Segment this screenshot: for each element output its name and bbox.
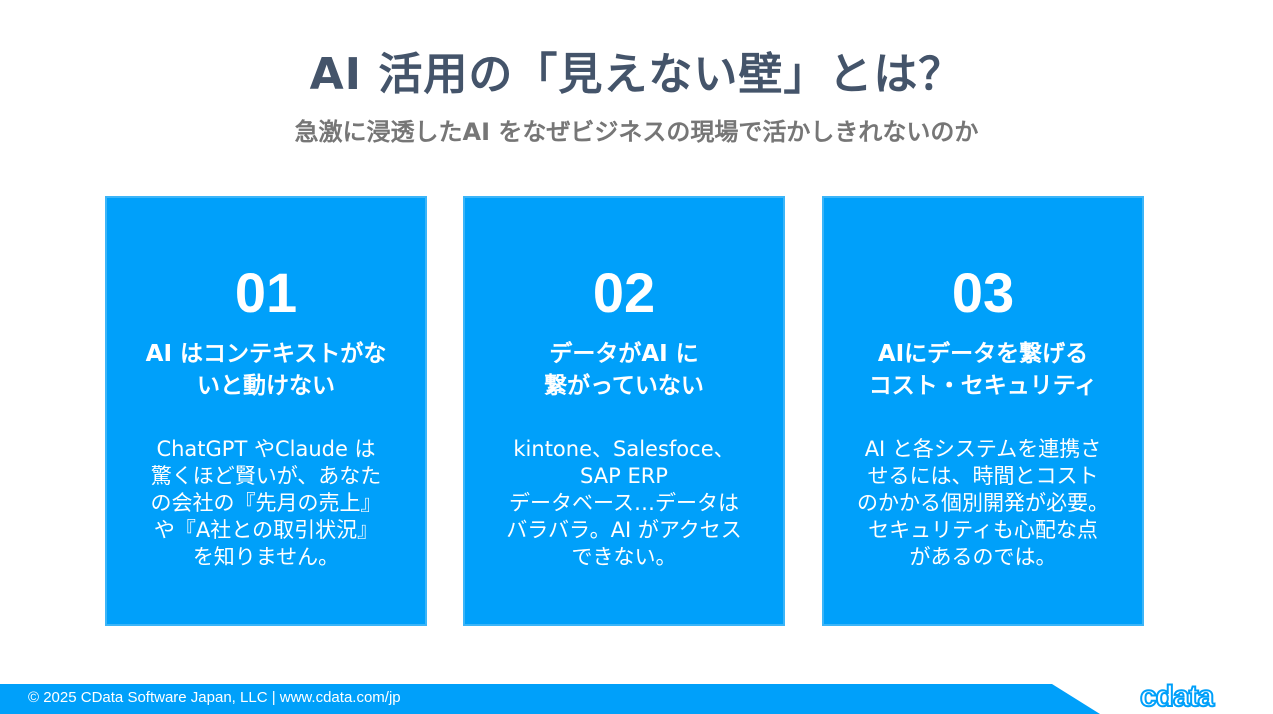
body-line: AI と各システムを連携さ <box>864 437 1102 461</box>
card-number: 03 <box>951 261 1015 324</box>
footer-copyright: © 2025 CData Software Japan, LLC | www.c… <box>28 689 401 706</box>
card-number: 01 <box>234 261 298 324</box>
body-line: のかかる個別開発が必要。 <box>857 491 1109 515</box>
card-2: 02 データがAI に 繋がっていない kintone、Salesfoce、 S… <box>463 196 785 626</box>
body-line: の会社の『先月の売上』 <box>150 491 382 515</box>
heading-line: いと動けない <box>197 373 335 399</box>
heading-line: AIにデータを繋げる <box>877 341 1089 367</box>
card-heading: AI はコンテキストがな いと動けない <box>117 338 415 402</box>
card-body: ChatGPT やClaude は 驚くほど賢いが、あなた の会社の『先月の売上… <box>121 436 411 571</box>
heading-line: 繋がっていない <box>544 373 704 399</box>
card-1: 01 AI はコンテキストがな いと動けない ChatGPT やClaude は… <box>105 196 427 626</box>
body-line: SAP ERP <box>580 464 668 488</box>
body-line: があるのでは。 <box>909 545 1057 569</box>
body-line: を知りません。 <box>192 545 340 569</box>
body-line: kintone、Salesfoce、 <box>513 437 735 461</box>
body-line: せるには、時間とコスト <box>867 464 1099 488</box>
card-body: AI と各システムを連携さ せるには、時間とコスト のかかる個別開発が必要。 セ… <box>838 436 1128 571</box>
body-line: や『A社との取引状況』 <box>153 518 379 542</box>
card-3: 03 AIにデータを繋げる コスト・セキュリティ AI と各システムを連携さ せ… <box>822 196 1144 626</box>
body-line: バラバラ。AI がアクセス <box>506 518 742 542</box>
body-line: ChatGPT やClaude は <box>156 437 376 461</box>
card-heading: データがAI に 繋がっていない <box>475 338 773 402</box>
card-heading: AIにデータを繋げる コスト・セキュリティ <box>834 338 1132 402</box>
heading-line: データがAI に <box>549 341 699 367</box>
card-number: 02 <box>592 261 656 324</box>
body-line: できない。 <box>571 545 677 569</box>
card-body: kintone、Salesfoce、 SAP ERP データベース…データは バ… <box>479 436 769 571</box>
cdata-logo: cdata <box>1139 679 1215 714</box>
slide-subtitle: 急激に浸透したAI をなぜビジネスの現場で活かしきれないのか <box>294 118 979 146</box>
heading-line: AI はコンテキストがな <box>145 341 387 367</box>
footer-bar: © 2025 CData Software Japan, LLC | www.c… <box>0 684 1100 714</box>
heading-line: コスト・セキュリティ <box>868 373 1098 399</box>
body-line: セキュリティも心配な点 <box>868 518 1098 542</box>
slide-title: AI 活用の「見えない壁」とは？ <box>309 49 964 100</box>
body-line: データベース…データは <box>509 491 739 515</box>
body-line: 驚くほど賢いが、あなた <box>150 464 382 488</box>
